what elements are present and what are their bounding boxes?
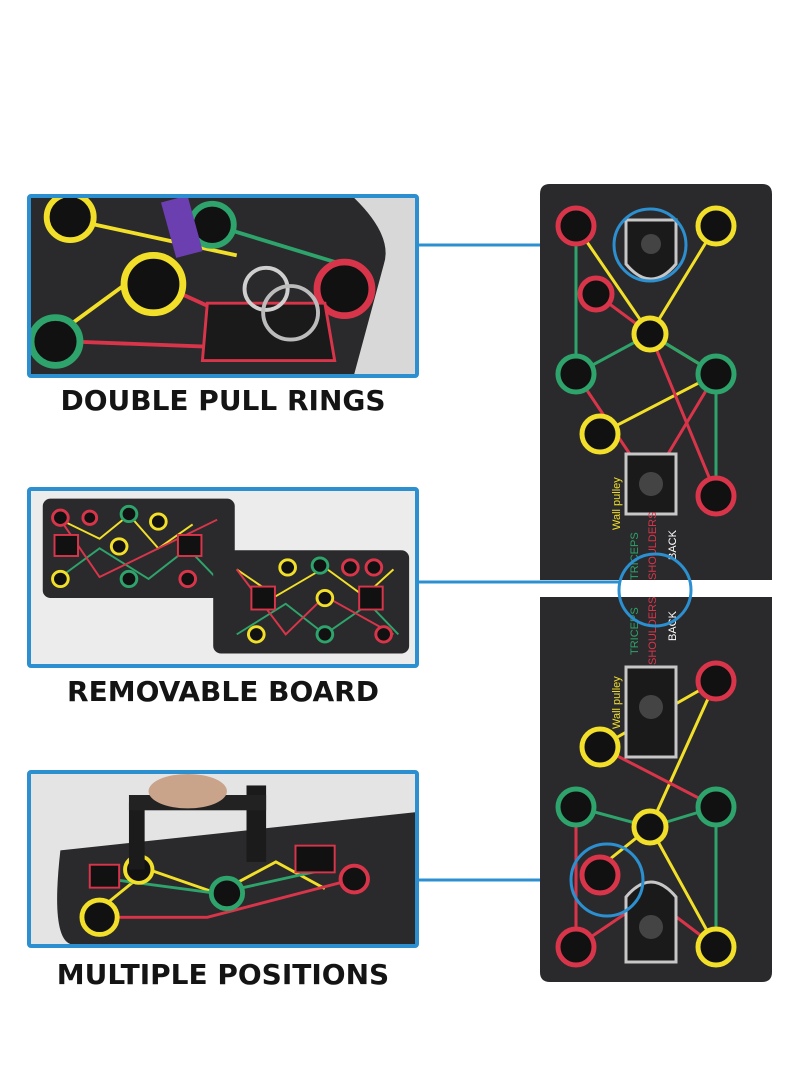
removable-board-photo bbox=[27, 487, 419, 668]
board-top-label-shoulders: SHOULDERS bbox=[647, 512, 659, 580]
board-top-label-wall-pulley: Wall pulley bbox=[611, 477, 623, 530]
highlight-pull-ring bbox=[612, 207, 688, 283]
board-top-label-back: BACK bbox=[667, 529, 679, 560]
caption-removable-board: REMOVABLE BOARD bbox=[67, 675, 379, 708]
caption-double-pull-rings: DOUBLE PULL RINGS bbox=[60, 384, 386, 417]
board-bottom-label-shoulders: SHOULDERS bbox=[647, 597, 659, 665]
pull-rings-photo bbox=[27, 194, 419, 378]
highlight-position bbox=[569, 842, 645, 918]
board-bottom-label-wall-pulley: Wall pulley bbox=[611, 676, 623, 729]
board-bottom: TRICEPS SHOULDERS BACK Wall pulley bbox=[540, 597, 772, 982]
highlight-junction bbox=[617, 552, 693, 628]
board-top: Wall pulley TRICEPS SHOULDERS BACK bbox=[540, 184, 772, 580]
caption-multiple-positions: MULTIPLE POSITIONS bbox=[56, 958, 390, 991]
board-top-label-triceps: TRICEPS bbox=[629, 532, 641, 580]
multiple-positions-photo bbox=[27, 770, 419, 948]
